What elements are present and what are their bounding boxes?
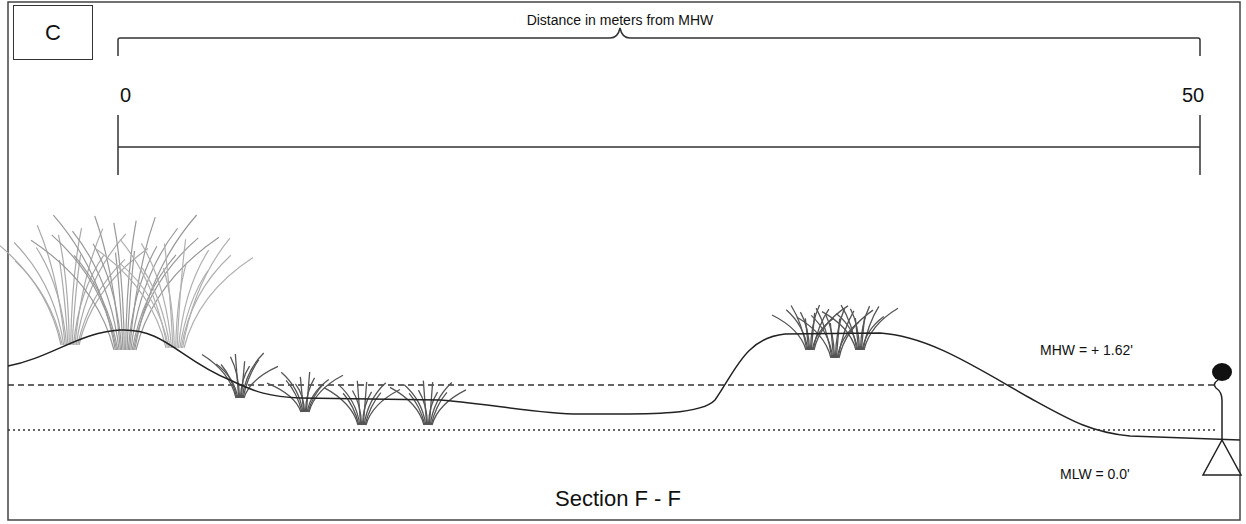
scale-end: 50 [1182, 84, 1204, 107]
grass-blade [800, 312, 809, 350]
mhw-label: MHW = + 1.62' [1040, 342, 1133, 358]
grass-blade [243, 360, 259, 398]
grass-blade [97, 250, 166, 348]
frame [8, 2, 1240, 520]
grass-blade [791, 306, 807, 350]
bracket [118, 28, 1200, 56]
axis-title: Distance in meters from MHW [527, 12, 714, 28]
grass-blade [178, 250, 208, 348]
grass-blade [811, 315, 833, 358]
grass-blade [52, 235, 117, 350]
grass-blade [141, 243, 171, 348]
grass-blade [59, 260, 68, 345]
grass-blade [202, 354, 236, 398]
grass-blade [53, 215, 115, 350]
grass-blade [390, 387, 424, 425]
mlw-label: MLW = 0.0' [1060, 466, 1130, 482]
grass-blade [286, 380, 302, 412]
mlw-line [8, 429, 1215, 430]
grass-blade [338, 384, 360, 425]
grass-blade [135, 215, 197, 350]
grass-blade [430, 382, 452, 425]
grass [0, 215, 898, 425]
grass-blade [864, 308, 898, 350]
grass-blade [432, 390, 466, 425]
panel-letter: C [45, 20, 61, 45]
grass-blade [418, 390, 427, 425]
grass-blade [364, 383, 386, 425]
grass-blade [36, 247, 66, 345]
grass-blade [352, 390, 361, 425]
grass-blade [825, 314, 834, 358]
scale-start: 0 [120, 84, 131, 107]
marker-head [1212, 363, 1232, 381]
section-caption: Section F - F [555, 486, 681, 511]
marker-stake [1214, 380, 1222, 440]
benchmark-triangle [1203, 440, 1241, 475]
grass-blade [120, 239, 167, 348]
grass-blade [216, 364, 238, 398]
grass-blade [119, 263, 169, 348]
grass-blade [404, 385, 426, 425]
grass-blade [366, 390, 400, 425]
grass-blade [136, 237, 219, 350]
panel-letter-box: C [13, 5, 93, 60]
grass-blade [850, 309, 859, 350]
grass-blade [242, 353, 264, 398]
grass-blade [14, 243, 64, 345]
grass-blade [797, 317, 831, 358]
mhw-line [8, 384, 1215, 385]
grass-blade [324, 388, 358, 425]
grass-blade [163, 268, 174, 348]
ground-profile [8, 330, 1240, 440]
grass-blade [164, 244, 173, 348]
grass-blade [184, 257, 253, 348]
grass-blade [309, 375, 343, 412]
grass-blade [230, 357, 239, 398]
scale-bar [118, 115, 1200, 175]
grass-blade [786, 310, 808, 350]
